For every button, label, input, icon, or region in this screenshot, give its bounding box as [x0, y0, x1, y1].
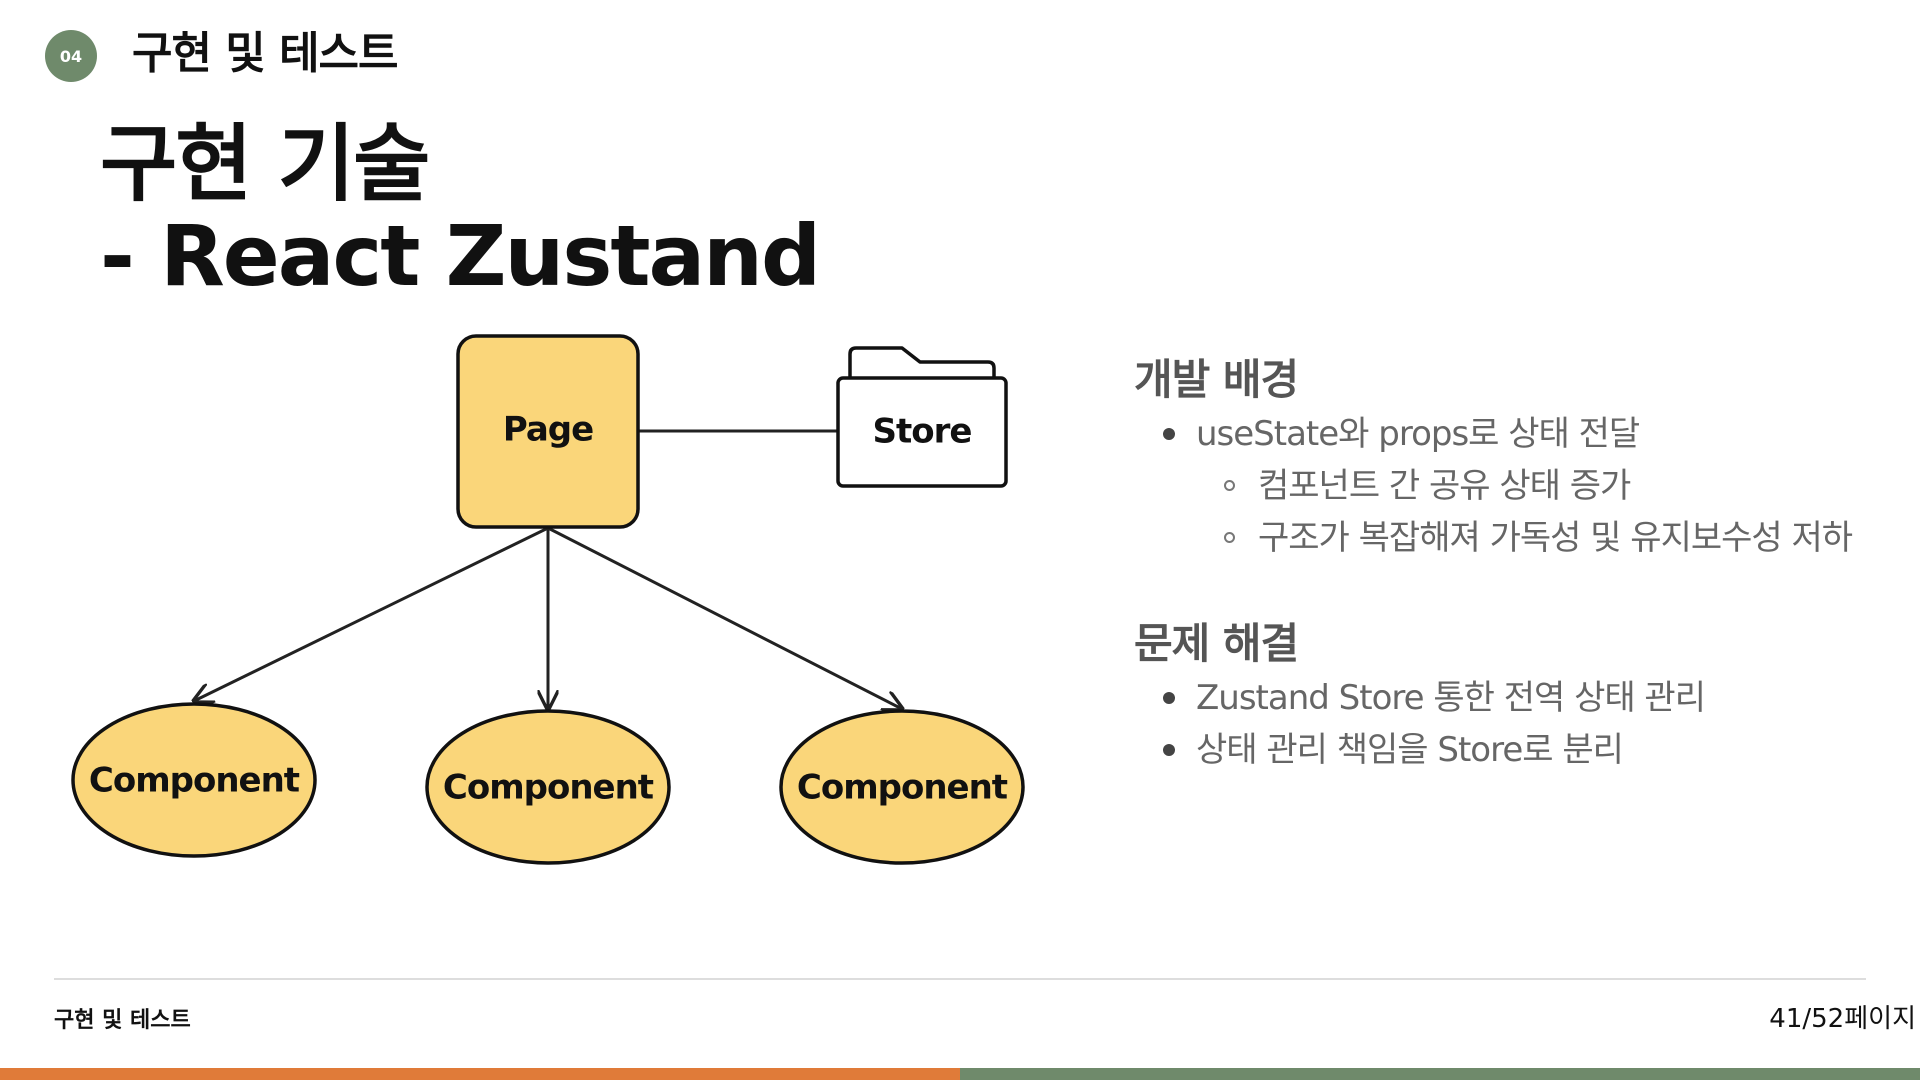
footer-divider — [54, 978, 1866, 980]
solution-bullet-2: 상태 관리 책임을 Store로 분리 — [1134, 724, 1894, 776]
arrow-to-component-3 — [547, 526, 902, 709]
section-number-badge: 04 — [45, 30, 97, 82]
footer-accent-bar-green — [960, 1068, 1920, 1080]
component-node-3-label: Component — [797, 768, 1008, 808]
background-list: useState와 props로 상태 전달 컴포넌트 간 공유 상태 증가 구… — [1134, 408, 1894, 564]
section-title: 구현 및 테스트 — [132, 28, 399, 79]
component-node-1-label: Component — [89, 761, 300, 801]
background-heading: 개발 배경 — [1134, 355, 1299, 404]
store-node — [836, 376, 1008, 488]
solution-bullet-1: Zustand Store 통한 전역 상태 관리 — [1134, 672, 1894, 724]
page-indicator: 41/52페이지 — [1769, 1004, 1916, 1034]
footer-section-label: 구현 및 테스트 — [54, 1008, 191, 1033]
component-node-1 — [71, 702, 317, 858]
info-panel: 개발 배경 useState와 props로 상태 전달 컴포넌트 간 공유 상… — [1134, 352, 1894, 776]
slide-title-line1: 구현 기술 — [100, 115, 430, 213]
arrow-to-component-1 — [194, 526, 549, 701]
background-bullet: useState와 props로 상태 전달 — [1134, 408, 1894, 460]
component-node-3 — [779, 709, 1025, 865]
page-node — [456, 334, 640, 529]
solution-list: Zustand Store 통한 전역 상태 관리 상태 관리 책임을 Stor… — [1134, 672, 1894, 776]
solution-heading: 문제 해결 — [1134, 619, 1299, 668]
slide-title: 구현 기술 - React Zustand — [100, 115, 821, 305]
store-folder-tab — [848, 346, 996, 382]
footer-accent-bar-orange — [0, 1068, 960, 1080]
slide-title-line2: - React Zustand — [100, 207, 821, 305]
background-sub-bullet-2: 구조가 복잡해져 가독성 및 유지보수성 저하 — [1134, 512, 1894, 564]
page-node-label: Page — [503, 410, 593, 450]
store-node-label: Store — [873, 412, 972, 452]
component-node-2-label: Component — [443, 768, 654, 808]
background-sub-bullet-1: 컴포넌트 간 공유 상태 증가 — [1134, 460, 1894, 512]
state-architecture-diagram: Page Store Component Component Component — [71, 334, 1025, 865]
component-node-2 — [425, 709, 671, 865]
